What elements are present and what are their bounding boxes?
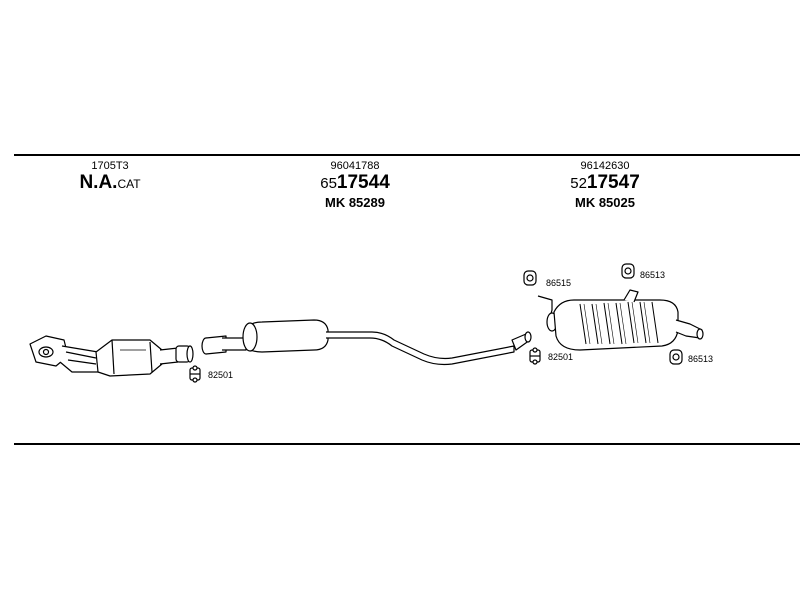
part-ref-number: 96041788 (330, 160, 380, 172)
clamp-label-right: 82501 (548, 352, 573, 362)
bottom-divider (14, 443, 800, 445)
mounting-kit-number: MK 85025 (575, 195, 635, 210)
rear-silencer-drawing (537, 289, 704, 351)
clamp-drawing-left (189, 365, 201, 383)
part-middle-pipe-header: 96041788 6517544 MK 85289 (300, 160, 410, 211)
part-number: N.A.CAT (60, 172, 160, 195)
catalytic-converter-drawing (29, 335, 194, 377)
mounting-kit-number: MK 85289 (325, 195, 385, 210)
part-number: 6517544 (300, 172, 410, 195)
hanger-icon-top-left (523, 270, 537, 286)
part-number-main: N.A. (79, 172, 118, 193)
hanger-label-top-right: 86513 (640, 270, 665, 280)
part-number-prefix: 52 (570, 175, 587, 192)
hanger-icon-top-right (621, 263, 635, 279)
hanger-label-top-left: 86515 (546, 278, 571, 288)
part-catalytic-converter-header: 1705T3 N.A.CAT (60, 160, 160, 195)
part-number-main: 17544 (336, 172, 390, 193)
part-number-suffix: CAT (117, 177, 141, 191)
clamp-drawing-right (529, 347, 541, 365)
clamp-label-left: 82501 (208, 370, 233, 380)
part-ref-number: 1705T3 (91, 160, 129, 172)
part-number: 5217547 (550, 172, 660, 195)
middle-silencer-drawing (201, 319, 532, 366)
part-number-main: 17547 (586, 172, 640, 193)
hanger-label-bottom-right: 86513 (688, 354, 713, 364)
top-divider (14, 154, 800, 156)
hanger-icon-bottom-right (669, 349, 683, 365)
part-number-prefix: 65 (320, 175, 337, 192)
part-rear-silencer-header: 96142630 5217547 MK 85025 (550, 160, 660, 211)
part-ref-number: 96142630 (580, 160, 630, 172)
